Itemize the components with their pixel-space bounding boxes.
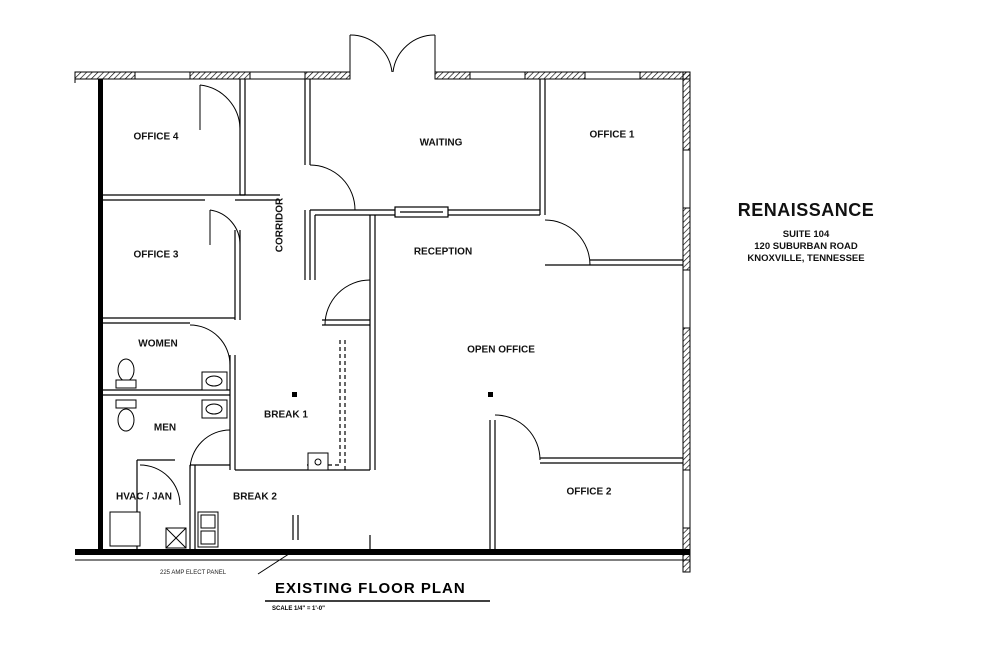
room-label-hvac: HVAC / JAN [116, 491, 172, 503]
room-label-reception: RECEPTION [413, 246, 473, 258]
interior-walls [103, 79, 683, 550]
room-label-break2: BREAK 2 [233, 491, 277, 503]
door-swings [139, 84, 591, 506]
company-name: RENAISSANCE [737, 200, 875, 220]
plan-title: EXISTING FLOOR PLAN [275, 580, 466, 597]
plumbing-fixtures [109, 358, 329, 549]
windows [134, 71, 691, 529]
room-label-corridor: CORRIDOR [274, 197, 286, 253]
suite: SUITE 104 [782, 229, 830, 240]
street: 120 SUBURBAN ROAD [754, 241, 858, 252]
room-label-waiting: WAITING [419, 137, 463, 149]
panel-note: 225 AMP ELECT PANEL [160, 570, 227, 576]
hvac-unit [109, 511, 141, 547]
toilet-icon [117, 408, 135, 432]
toilet-icon [117, 358, 135, 382]
room-label-office4: OFFICE 4 [133, 131, 179, 143]
entry-double-door [349, 34, 436, 73]
room-label-office2: OFFICE 2 [566, 486, 612, 498]
room-label-office1: OFFICE 1 [589, 129, 635, 141]
city: KNOXVILLE, TENNESSEE [747, 253, 865, 264]
title-block: RENAISSANCE SUITE 104 120 SUBURBAN ROAD … [738, 200, 875, 265]
room-label-open-office: OPEN OFFICE [467, 344, 535, 356]
room-label-break1: BREAK 1 [264, 409, 308, 421]
plan-scale: SCALE 1/4" = 1'-0" [272, 606, 325, 612]
room-label-men: MEN [153, 422, 177, 434]
panel-leader-line [257, 549, 296, 575]
room-label-women: WOMEN [138, 338, 178, 350]
room-label-office3: OFFICE 3 [133, 249, 179, 261]
